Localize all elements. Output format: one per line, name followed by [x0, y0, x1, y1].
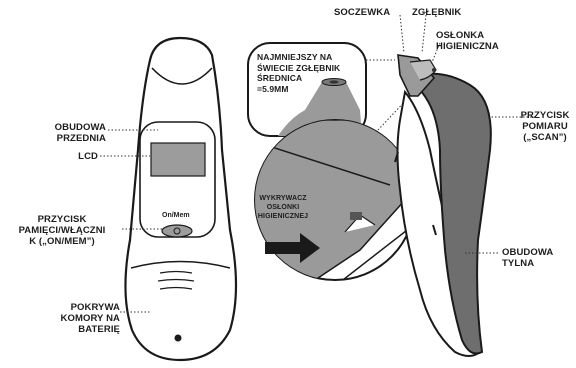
side-device — [395, 55, 491, 356]
label-obudowa-przednia: OBUDOWA PRZEDNIA — [28, 122, 106, 144]
lcd-screen — [151, 143, 205, 176]
label-wykrywacz: WYKRYWACZ OSŁONKI HIGIENICZNEJ — [255, 194, 311, 221]
label-przycisk-pamieci: PRZYCISK PAMIĘCI/WŁĄCZNI K („ON/MEM”) — [4, 214, 120, 247]
label-zglebnik: ZGŁĘBNIK — [412, 7, 461, 18]
label-soczewka: SOCZEWKA — [334, 7, 390, 18]
battery-screw — [175, 335, 182, 342]
label-przycisk-pomiaru: PRZYCISK POMIARU („SCAN”) — [515, 110, 575, 143]
label-lcd: LCD — [60, 151, 98, 162]
on-mem-button — [162, 225, 192, 237]
label-oslonka: OSŁONKA HIGIENICZNA — [436, 30, 526, 52]
label-obudowa-tylna: OBUDOWA TYLNA — [502, 247, 572, 269]
label-on-mem: On/Mem — [162, 211, 190, 220]
label-pokrywa: POKRYWA KOMORY NA BATERIĘ — [40, 302, 120, 335]
label-najmniejszy: NAJMNIEJSZY NA ŚWIECIE ZGŁĘBNIK ŚREDNICA… — [257, 52, 367, 94]
